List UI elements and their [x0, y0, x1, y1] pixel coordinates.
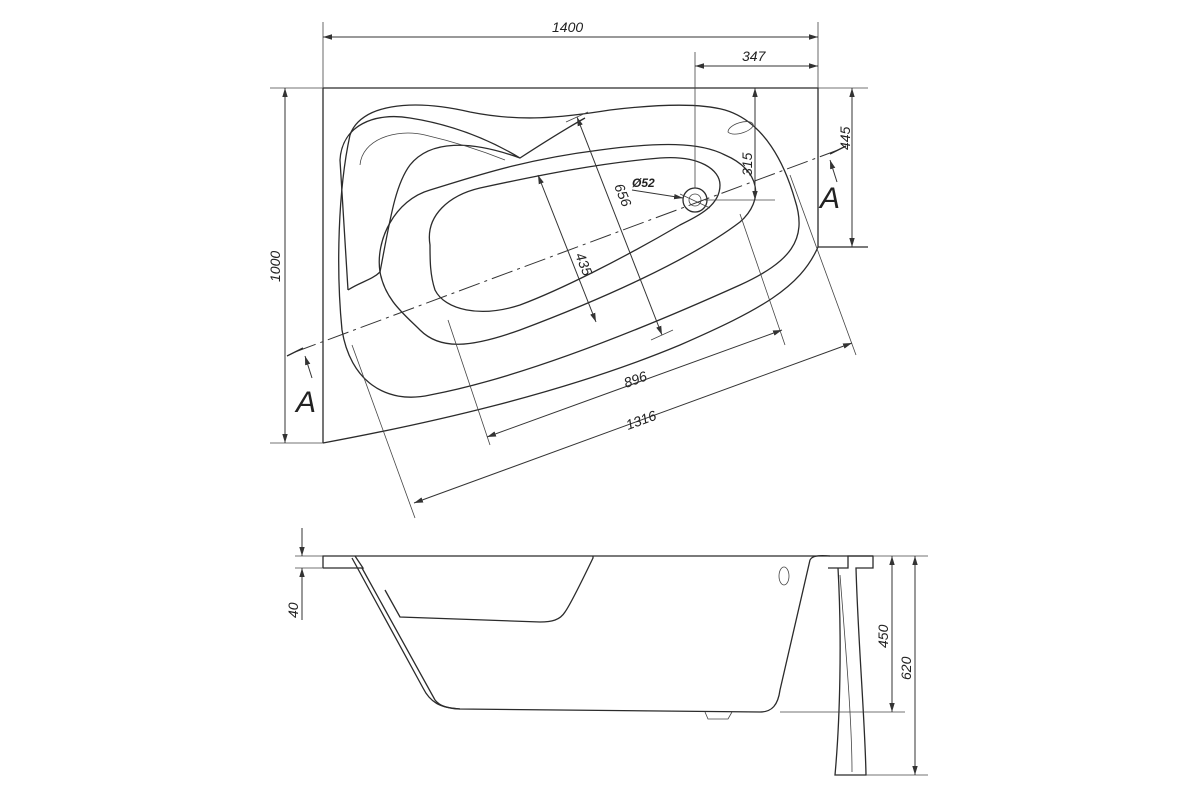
svg-text:1400: 1400 [552, 19, 583, 35]
plan-basin [378, 143, 757, 345]
plan-floor [428, 156, 721, 312]
svg-text:347: 347 [742, 48, 767, 64]
side-rim [322, 555, 873, 569]
svg-text:435: 435 [572, 250, 596, 278]
section-label-right: A [818, 182, 840, 215]
svg-text:315: 315 [739, 152, 755, 176]
side-view: 40 450 620 [285, 528, 928, 776]
plan-headrest [339, 115, 586, 291]
svg-text:Ø52: Ø52 [632, 176, 655, 190]
dim-overall-width: 1000 [267, 87, 323, 444]
svg-text:896: 896 [622, 368, 650, 391]
plan-headrest-inner [359, 132, 506, 166]
svg-text:1316: 1316 [624, 407, 659, 433]
section-axis [294, 149, 839, 353]
side-foot [704, 711, 733, 720]
plan-outer-outline [322, 87, 868, 444]
dim-rim-height: 40 [285, 528, 323, 620]
dim-total-height: 620 [866, 555, 928, 776]
side-support [828, 555, 874, 776]
svg-text:450: 450 [875, 624, 891, 648]
plan-view: A A 1400 347 1000 445 [267, 19, 868, 519]
section-label-left: A [294, 386, 316, 419]
svg-text:620: 620 [898, 656, 914, 680]
svg-text:1000: 1000 [267, 251, 283, 282]
side-inner-profile [361, 567, 461, 710]
dim-floor-length: 896 [447, 213, 786, 446]
dim-side-width: 445 [818, 87, 868, 247]
dim-depth: 450 [780, 556, 905, 713]
dim-drain-diameter: Ø52 [631, 176, 684, 200]
side-body [351, 554, 831, 713]
plan-drain-inner [688, 193, 702, 207]
svg-text:445: 445 [837, 126, 853, 150]
dim-inner-length: 1316 [351, 174, 857, 519]
side-overflow [778, 566, 790, 586]
plan-overflow-slot [727, 121, 754, 135]
side-seat [384, 556, 594, 623]
dim-drain-offset: 347 [694, 48, 818, 188]
plan-rim-contour [338, 104, 800, 398]
dim-drain-depth: 315 [705, 88, 775, 201]
dim-overall-length: 1400 [322, 19, 819, 88]
svg-text:40: 40 [285, 602, 301, 618]
dim-floor-width: 435 [537, 174, 597, 323]
